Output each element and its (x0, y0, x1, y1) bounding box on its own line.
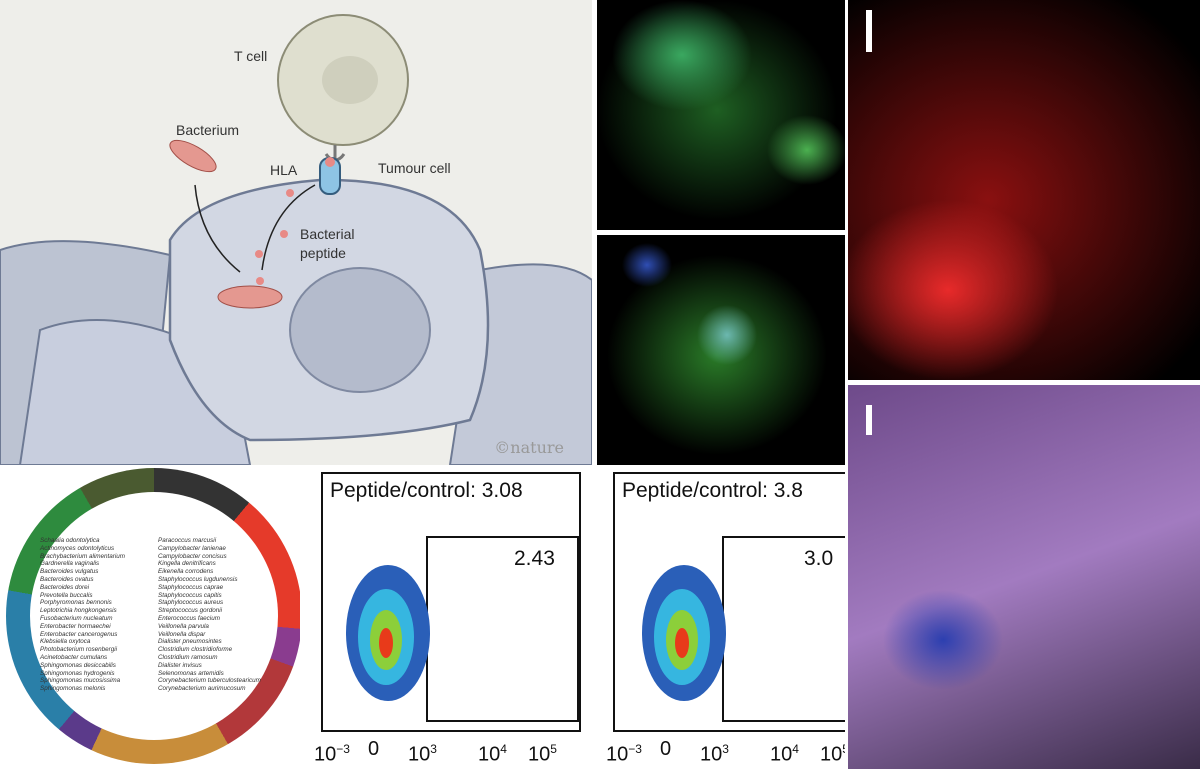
x-tick-label: 10−3 (314, 742, 350, 766)
species-label: Paracoccus marcusii (158, 537, 217, 544)
species-label: Dialister pneumosintes (158, 638, 222, 646)
species-label: Staphylococcus aureus (158, 599, 224, 607)
x-tick-label: 103 (700, 742, 729, 766)
flow-plot-1: Peptide/control: 3.08 2.43 10−3 0 103 104 10… (300, 465, 592, 769)
species-label: Prevotella buccalis (40, 591, 93, 599)
scale-bar (866, 10, 872, 52)
species-label: Klebsiella oxytoca (40, 638, 91, 646)
bacterial-peptide-label-1: Bacterial (300, 226, 355, 242)
tumour-cell-label: Tumour cell (378, 160, 451, 176)
species-label: Clostridium clostridioforme (158, 646, 233, 654)
x-tick-label: 0 (368, 738, 380, 760)
x-tick-label: 104 (478, 742, 507, 766)
species-label: Kingella denitrificans (158, 560, 216, 568)
x-tick-label: 10−3 (606, 742, 642, 766)
bacterium-label: Bacterium (176, 122, 240, 138)
species-label: Enterobacter cancerogenus (40, 630, 118, 638)
species-label: Veillonella parvula (158, 622, 209, 630)
species-label: Campylobacter lanienae (158, 544, 226, 552)
species-label: Bacteroides dorei (40, 583, 90, 591)
peptide-control-ratio: Peptide/control: 3.8 (622, 479, 803, 502)
species-label: Sphingomonas melonis (40, 685, 106, 693)
species-label: Schaalia odontolytica (40, 537, 100, 544)
species-label: Sphingomonas mucosissima (40, 677, 121, 685)
species-label: Enterococcus faecium (158, 614, 220, 622)
species-label: Dialister invisus (158, 661, 202, 669)
tumour-cell-illustration: T cell Bacterium HLA Tumour cell Bacteri… (0, 0, 592, 465)
species-label: Enterobacter hormaechei (40, 622, 111, 630)
t-cell-label: T cell (234, 48, 268, 64)
species-label: Corynebacterium aurimucosum (158, 685, 246, 693)
species-label: Staphylococcus caprae (158, 583, 224, 591)
x-tick-label: 0 (660, 738, 672, 760)
x-tick-label: 103 (408, 742, 437, 766)
species-label: Actinomyces odontolyticus (40, 544, 115, 552)
peptide-control-ratio: Peptide/control: 3.08 (330, 479, 523, 502)
species-label: Acinetobacter cumulans (40, 653, 108, 661)
scale-bar (866, 405, 872, 435)
species-label: Corynebacterium tuberculostearicum (158, 677, 261, 685)
3d-render-purple (848, 385, 1200, 769)
species-label: Sphingomonas desiccabilis (40, 661, 116, 669)
x-tick-label: 105 (528, 742, 557, 766)
bacterial-peptide-label-2: peptide (300, 245, 346, 261)
micrograph-red (848, 0, 1200, 380)
species-label: Streptococcus gordonii (158, 607, 223, 615)
hla-label: HLA (270, 162, 298, 178)
micrograph-green-2 (597, 235, 845, 465)
species-label: Eikenella corrodens (158, 568, 214, 576)
x-tick-label: 105 (820, 742, 845, 766)
species-label: Campylobacter concisus (158, 552, 227, 560)
cell-diagram (0, 14, 592, 465)
species-label: Brachybacterium alimentarium (40, 552, 126, 560)
gate-percentage: 3.0 (804, 547, 834, 570)
species-label: Staphylococcus lugdunensis (158, 575, 238, 583)
species-label: Staphylococcus capitis (158, 591, 222, 599)
species-label: Sphingomonas hydrogenis (40, 669, 115, 677)
species-label: Leptotrichia hongkongensis (40, 607, 117, 615)
species-label: Fusobacterium nucleatum (40, 614, 113, 622)
species-label: Clostridium ramosum (158, 653, 218, 661)
species-label: Photobacterium rosenbergii (40, 646, 118, 654)
species-label: Porphyromonas bennonis (40, 599, 112, 607)
gate-percentage: 2.43 (514, 547, 555, 570)
species-label: Bacteroides vulgatus (40, 568, 99, 576)
species-label: Gardnerella vaginalis (40, 560, 100, 568)
species-label: Selenomonas artemidis (158, 669, 224, 677)
micrograph-green-1 (597, 0, 845, 230)
flow-plot-2: Peptide/control: 3.8 3.0 10−3 0 103 104 105 (592, 465, 845, 769)
nature-credit: ©nature (494, 438, 564, 457)
species-label: Bacteroides ovatus (40, 575, 94, 583)
species-label: Veillonella dispar (158, 630, 206, 638)
x-tick-label: 104 (770, 742, 799, 766)
